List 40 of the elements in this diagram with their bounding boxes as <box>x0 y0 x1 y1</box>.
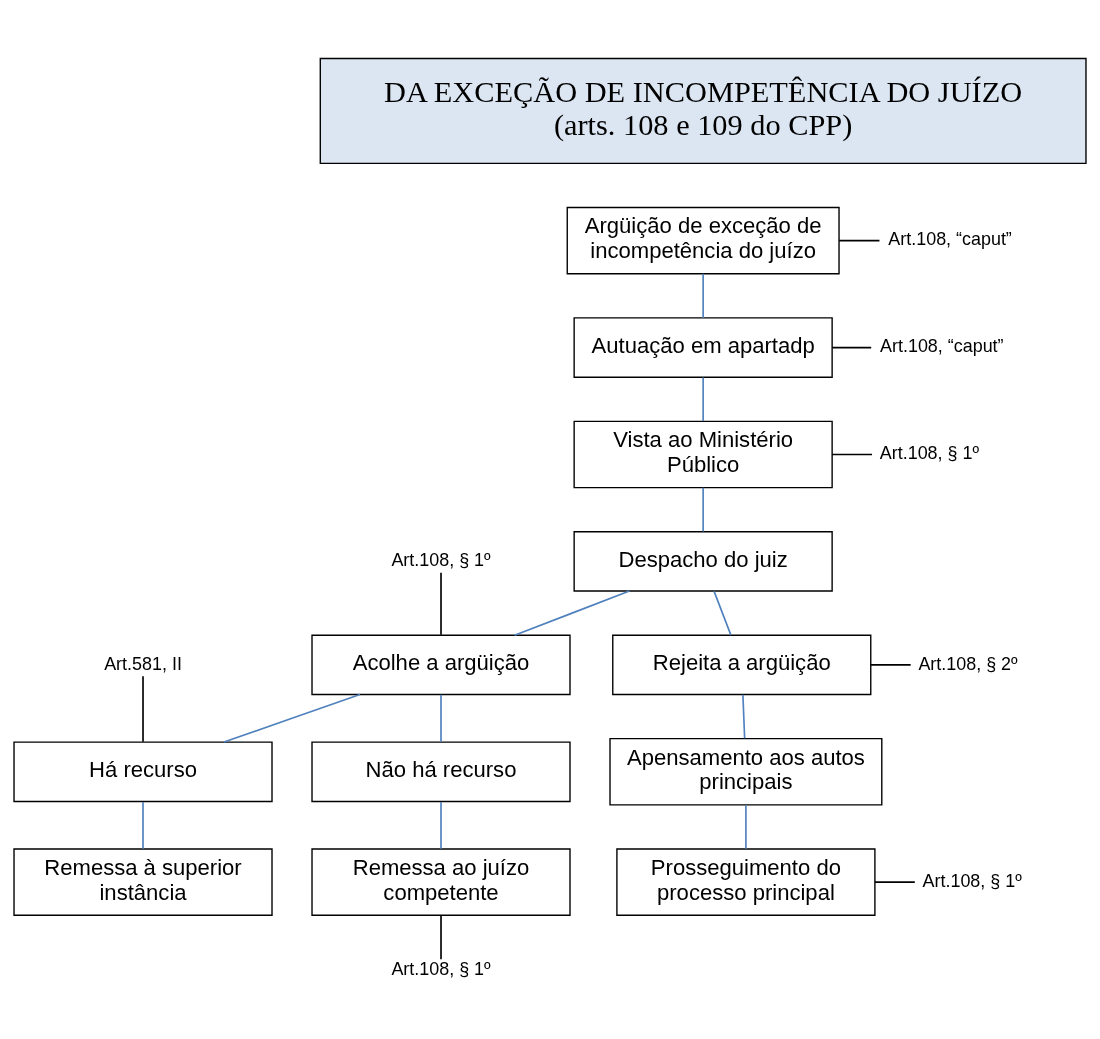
connector <box>702 376 704 422</box>
connector <box>142 674 144 743</box>
connector <box>440 571 442 636</box>
node-box: Rejeita a argüição <box>612 634 872 695</box>
node-box: Vista ao Ministério Público <box>573 420 833 488</box>
connector <box>440 914 442 960</box>
connector <box>702 272 704 319</box>
connector <box>702 486 704 532</box>
node-box: Argüição de exceção de incompetência do juízo <box>566 206 840 274</box>
node-text: Art.108, § 1º <box>391 549 491 570</box>
connector <box>742 693 746 739</box>
connector <box>223 693 361 743</box>
connector <box>838 239 881 241</box>
node-box: Autuação em apartadp <box>573 316 833 378</box>
node-box: Apensamento aos autos principais <box>609 737 883 806</box>
node-box: Prosseguimento do processo principal <box>616 847 876 916</box>
node-box: Acolhe a argüição <box>311 634 571 695</box>
connector <box>142 800 144 850</box>
connector <box>869 663 912 666</box>
connector <box>513 589 631 636</box>
node-text: Art.581, II <box>104 653 182 674</box>
node-text: Art.108, § 1º <box>391 958 491 979</box>
connector <box>831 453 873 455</box>
connector <box>713 590 732 636</box>
node-box: Remessa à superior instância <box>13 847 273 916</box>
node-text: Art.108, § 1º <box>922 870 1022 891</box>
node-box: Não há recurso <box>311 740 571 802</box>
connector <box>745 804 747 850</box>
node-text: Art.108, § 2º <box>918 653 1018 674</box>
connector <box>440 800 442 850</box>
node-text: Art.108, “caput” <box>888 228 1012 249</box>
node-text: Art.108, § 1º <box>879 442 979 463</box>
node-box: DA EXCEÇÃO DE INCOMPETÊNCIA DO JUÍZO (arts. 108 e 109 do CPP) <box>319 57 1087 164</box>
node-box: Há recurso <box>13 740 273 802</box>
connector <box>440 693 442 743</box>
connector <box>874 880 916 883</box>
node-box: Despacho do juiz <box>573 530 833 592</box>
node-text: Art.108, “caput” <box>880 335 1004 356</box>
connector <box>831 346 873 348</box>
node-box: Remessa ao juízo competente <box>311 847 571 916</box>
